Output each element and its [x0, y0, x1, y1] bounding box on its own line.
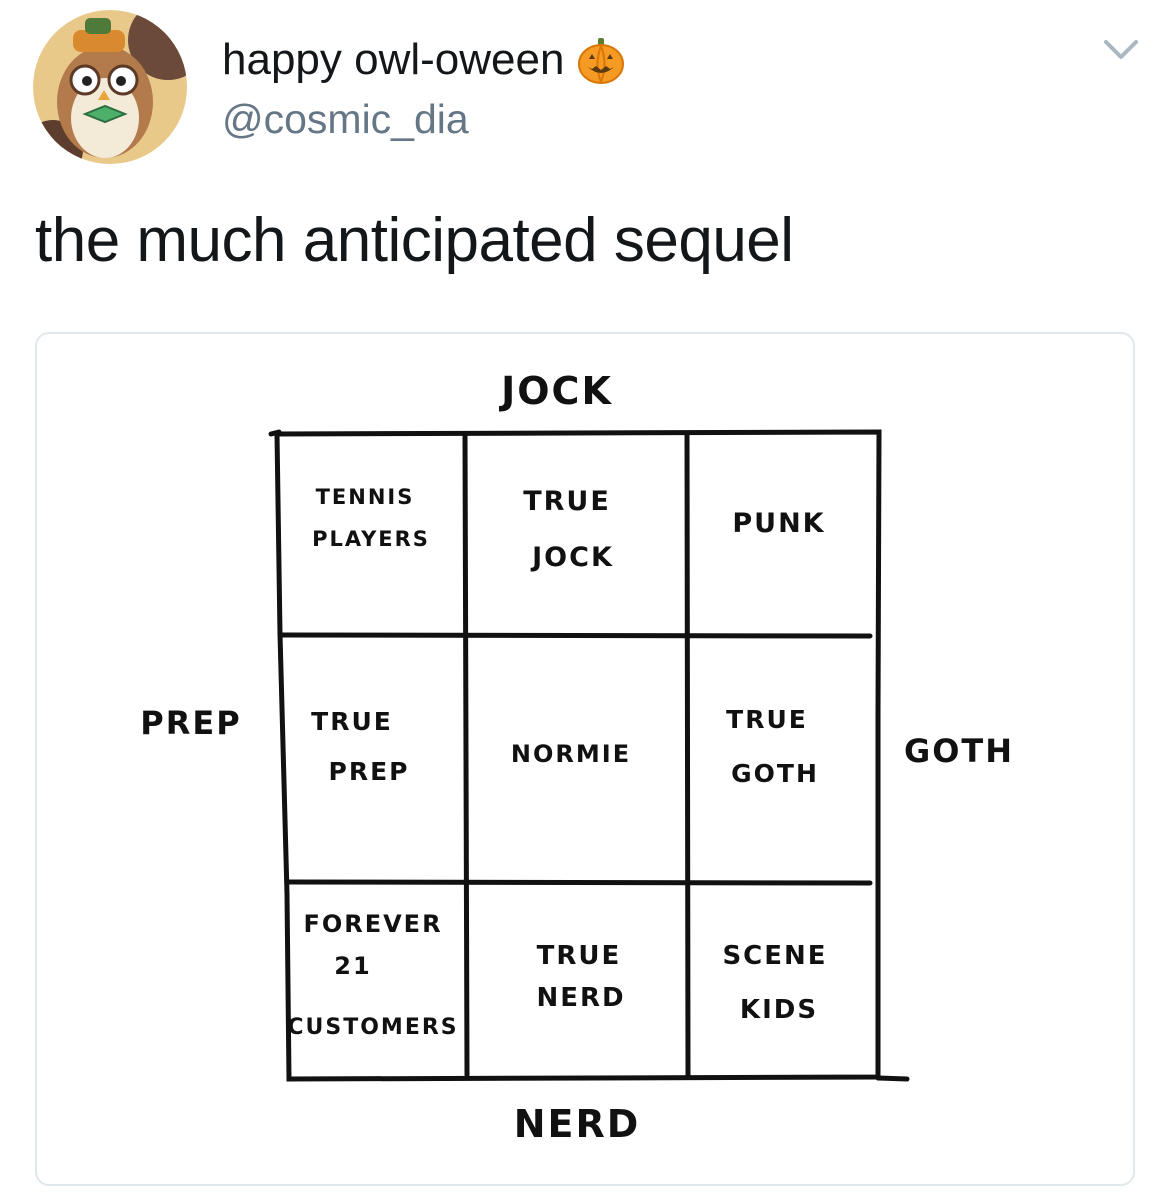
grid-overshoot-2 — [875, 1075, 910, 1082]
jack-o-lantern-icon — [578, 38, 625, 84]
cell-true-prep-line2: PREP — [329, 757, 410, 786]
display-name-row[interactable]: happy owl-oween — [222, 30, 626, 90]
cell-true-nerd-line2: NERD — [536, 983, 625, 1013]
cell-true-goth-line2: GOTH — [731, 759, 819, 788]
cell-punk: PUNK — [732, 508, 825, 539]
cell-tennis-players-line1: TENNIS — [316, 485, 415, 509]
grid-line-v1 — [462, 432, 470, 1078]
grid-line-h1 — [277, 632, 873, 639]
grid-border — [274, 429, 882, 1082]
grid-overshoot-1 — [268, 429, 282, 437]
avatar[interactable] — [33, 10, 187, 164]
cell-true-goth-line1: TRUE — [726, 705, 808, 734]
cell-scene-kids-line2: KIDS — [740, 995, 818, 1025]
media-card[interactable]: JOCK NERD PREP GOTH TENNIS PLAYERS TRUE … — [35, 332, 1135, 1186]
cell-scene-kids-line1: SCENE — [722, 941, 827, 971]
user-handle[interactable]: @cosmic_dia — [222, 96, 469, 142]
tweet-text: the much anticipated sequel — [35, 206, 794, 275]
cell-forever21-line3: CUSTOMERS — [287, 1015, 458, 1040]
axis-label-top: JOCK — [498, 369, 613, 413]
axis-label-bottom: NERD — [514, 1102, 641, 1146]
cell-true-nerd-line1: TRUE — [537, 941, 622, 971]
grid-line-h2 — [284, 879, 873, 886]
cell-true-prep-line1: TRUE — [311, 707, 393, 736]
grid-line-v2 — [684, 430, 691, 1078]
cell-normie: NORMIE — [511, 740, 631, 768]
owl-avatar-icon — [33, 10, 187, 164]
cell-tennis-players-line2: PLAYERS — [312, 527, 430, 551]
chart-grid — [268, 429, 910, 1082]
cell-true-jock-line1: TRUE — [523, 486, 611, 517]
alignment-chart: JOCK NERD PREP GOTH TENNIS PLAYERS TRUE … — [140, 369, 1014, 1146]
cell-forever21-line1: FOREVER — [303, 910, 442, 938]
cell-true-jock-line2: JOCK — [530, 542, 614, 573]
display-name[interactable]: happy owl-oween — [222, 35, 565, 84]
axis-label-right: GOTH — [904, 732, 1014, 770]
chevron-down-icon[interactable] — [1102, 36, 1140, 64]
axis-label-left: PREP — [140, 704, 241, 742]
cell-forever21-line2: 21 — [334, 952, 371, 980]
